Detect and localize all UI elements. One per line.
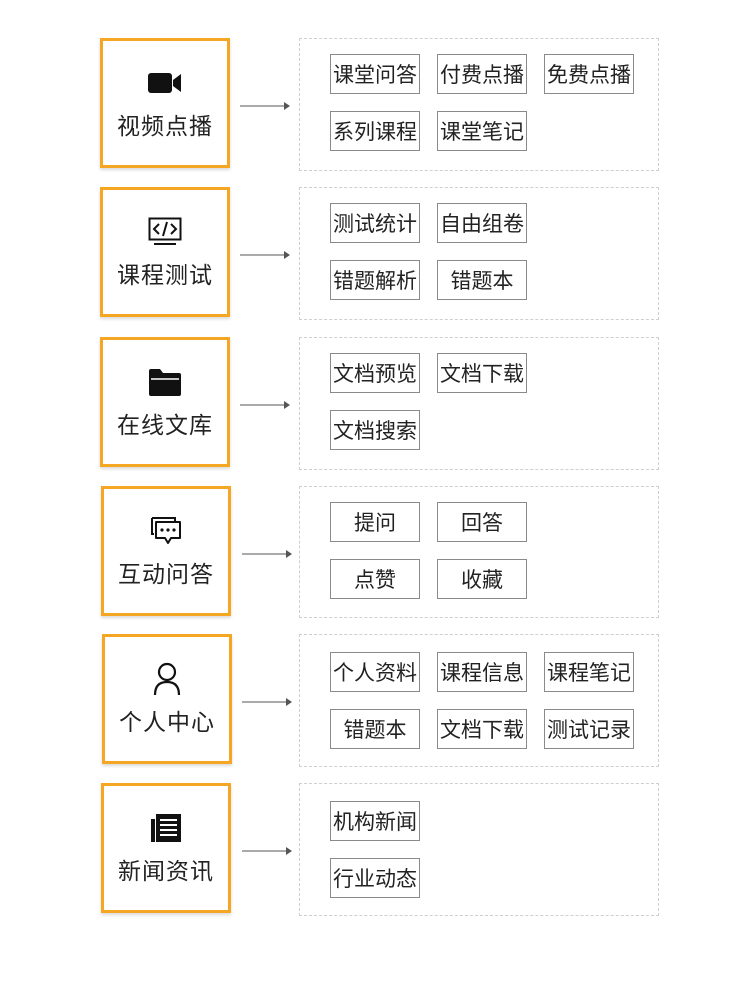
module-title: 课程测试: [117, 263, 213, 289]
feature-item[interactable]: 课程笔记: [544, 652, 634, 692]
module-online-library[interactable]: 在线文库: [100, 337, 230, 467]
code-icon: [147, 214, 183, 250]
connector-arrow: [242, 847, 292, 855]
connector-arrow: [240, 401, 290, 409]
module-row-library: 在线文库 文档预览 文档下载 文档搜索: [0, 337, 751, 471]
feature-item[interactable]: 提问: [330, 502, 420, 542]
module-video-on-demand[interactable]: 视频点播: [100, 38, 230, 168]
feature-item[interactable]: 测试记录: [544, 709, 634, 749]
module-course-test[interactable]: 课程测试: [100, 187, 230, 317]
connector-arrow: [242, 550, 292, 558]
feature-panel: 个人资料 课程信息 课程笔记 错题本 文档下载 测试记录: [299, 634, 659, 767]
feature-item[interactable]: 课堂问答: [330, 54, 420, 94]
module-personal-center[interactable]: 个人中心: [102, 634, 232, 764]
feature-item[interactable]: 点赞: [330, 559, 420, 599]
module-title: 个人中心: [119, 710, 215, 736]
feature-panel: 提问 回答 点赞 收藏: [299, 486, 659, 618]
feature-panel: 课堂问答 付费点播 免费点播 系列课程 课堂笔记: [299, 38, 659, 171]
feature-item[interactable]: 课程信息: [437, 652, 527, 692]
module-title: 新闻资讯: [118, 859, 214, 885]
feature-item[interactable]: 回答: [437, 502, 527, 542]
feature-item[interactable]: 机构新闻: [330, 801, 420, 841]
feature-item[interactable]: 免费点播: [544, 54, 634, 94]
feature-panel: 文档预览 文档下载 文档搜索: [299, 337, 659, 470]
feature-item[interactable]: 自由组卷: [437, 203, 527, 243]
feature-item[interactable]: 文档搜索: [330, 410, 420, 450]
connector-arrow: [240, 102, 290, 110]
newspaper-icon: [148, 810, 184, 846]
module-row-test: 课程测试 测试统计 自由组卷 错题解析 错题本: [0, 187, 751, 321]
feature-item[interactable]: 付费点播: [437, 54, 527, 94]
feature-item[interactable]: 文档预览: [330, 353, 420, 393]
module-interactive-qa[interactable]: 互动问答: [101, 486, 231, 616]
connector-arrow: [242, 698, 292, 706]
module-news[interactable]: 新闻资讯: [101, 783, 231, 913]
feature-item[interactable]: 错题本: [437, 260, 527, 300]
feature-item[interactable]: 系列课程: [330, 111, 420, 151]
module-row-profile: 个人中心 个人资料 课程信息 课程笔记 错题本 文档下载 测试记录: [0, 634, 751, 768]
user-icon: [149, 661, 185, 697]
folder-icon: [147, 364, 183, 400]
module-title: 在线文库: [117, 413, 213, 439]
feature-item[interactable]: 收藏: [437, 559, 527, 599]
feature-item[interactable]: 文档下载: [437, 353, 527, 393]
feature-item[interactable]: 错题解析: [330, 260, 420, 300]
module-title: 互动问答: [118, 562, 214, 588]
feature-panel: 测试统计 自由组卷 错题解析 错题本: [299, 187, 659, 320]
feature-item[interactable]: 行业动态: [330, 858, 420, 898]
feature-item[interactable]: 测试统计: [330, 203, 420, 243]
video-camera-icon: [147, 65, 183, 101]
feature-panel: 机构新闻 行业动态: [299, 783, 659, 916]
connector-arrow: [240, 251, 290, 259]
module-title: 视频点播: [117, 114, 213, 140]
module-row-news: 新闻资讯 机构新闻 行业动态: [0, 783, 751, 917]
feature-item[interactable]: 课堂笔记: [437, 111, 527, 151]
feature-item[interactable]: 个人资料: [330, 652, 420, 692]
module-row-video: 视频点播 课堂问答 付费点播 免费点播 系列课程 课堂笔记: [0, 38, 751, 172]
feature-item[interactable]: 错题本: [330, 709, 420, 749]
module-row-qa: 互动问答 提问 回答 点赞 收藏: [0, 486, 751, 620]
feature-item[interactable]: 文档下载: [437, 709, 527, 749]
chat-bubbles-icon: [148, 513, 184, 549]
